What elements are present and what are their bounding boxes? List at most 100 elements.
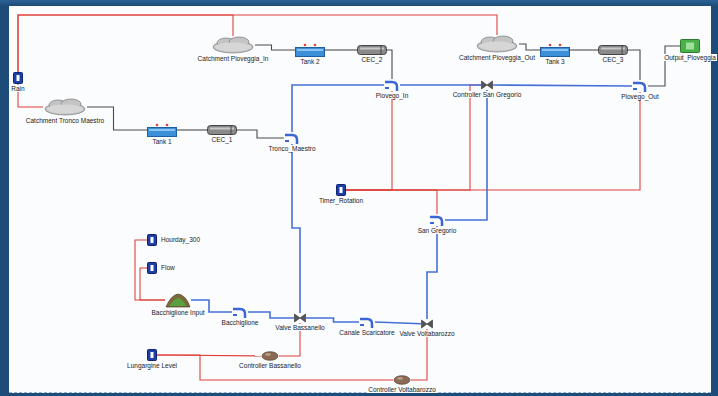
river-link bbox=[400, 84, 481, 86]
junction-icon bbox=[284, 132, 300, 144]
river-source-icon bbox=[165, 292, 191, 308]
inport-block bbox=[147, 234, 157, 246]
block-label: CEC_3 bbox=[602, 56, 625, 63]
model-block: Controller San Gregorio bbox=[452, 80, 523, 98]
block-label: Piovego_Out bbox=[620, 93, 660, 100]
inport-block bbox=[336, 184, 346, 196]
signal-line bbox=[18, 15, 497, 72]
junction-icon bbox=[232, 306, 248, 318]
block-label: Flow bbox=[160, 264, 176, 271]
model-block: Output_Pioveggia bbox=[663, 39, 717, 61]
block-label: Catchment Tronco Maestro bbox=[25, 117, 105, 124]
block-label: Bacchiglione bbox=[221, 319, 260, 326]
block-label: Rain bbox=[10, 85, 25, 92]
model-block: Catchment Tronco Maestro bbox=[25, 98, 105, 124]
signal-line bbox=[18, 15, 233, 72]
model-block: Canale Scaricatore bbox=[338, 316, 395, 336]
block-label: Valve Bassanello bbox=[274, 324, 325, 331]
model-block: Bacchiglione Input bbox=[150, 292, 205, 316]
controller-icon bbox=[393, 375, 411, 385]
model-block: Tank 3 bbox=[540, 43, 570, 65]
tank-icon bbox=[147, 123, 177, 137]
flow-link bbox=[387, 50, 392, 79]
model-block: Piovego_In bbox=[375, 79, 410, 99]
controller-icon bbox=[261, 351, 279, 361]
river-link bbox=[375, 322, 421, 324]
catchment-icon bbox=[43, 98, 87, 116]
valve-icon bbox=[421, 319, 433, 329]
inport-block bbox=[13, 72, 23, 84]
model-block: Rain bbox=[10, 72, 25, 92]
block-label: Tank 3 bbox=[544, 58, 565, 65]
junction-icon bbox=[384, 79, 400, 91]
model-block: Valve Bassanello bbox=[274, 313, 325, 331]
model-block: Piovego_Out bbox=[620, 80, 660, 100]
river-link bbox=[248, 312, 294, 318]
river-link bbox=[292, 144, 300, 313]
model-block: Hourday_300 bbox=[147, 234, 201, 246]
flow-link bbox=[519, 44, 540, 50]
pipe-icon bbox=[598, 45, 628, 55]
model-block: CEC_3 bbox=[598, 45, 628, 63]
model-block: San Gregorio bbox=[417, 214, 458, 234]
block-label: CEC_1 bbox=[211, 136, 234, 143]
block-label: Output_Pioveggia bbox=[663, 54, 717, 61]
inport-block bbox=[147, 349, 157, 361]
model-block: Tronco_Maestro bbox=[267, 132, 316, 152]
junction-icon bbox=[632, 80, 648, 92]
junction-icon bbox=[359, 316, 375, 328]
flow-link bbox=[325, 49, 357, 50]
flow-link bbox=[648, 46, 680, 86]
flow-link bbox=[237, 130, 284, 138]
block-label: Lungargine Level bbox=[126, 362, 178, 369]
signal-line bbox=[346, 92, 640, 190]
model-block: Catchment Pioveggia_Out bbox=[458, 35, 536, 61]
river-link bbox=[306, 318, 359, 322]
river-link bbox=[292, 85, 384, 132]
valve-icon bbox=[481, 80, 493, 90]
block-label: Controller San Gregorio bbox=[452, 91, 523, 98]
model-block: Timer_Rotation bbox=[318, 184, 364, 204]
block-label: Canale Scaricatore bbox=[338, 329, 395, 336]
river-link bbox=[445, 90, 487, 220]
block-label: San Gregorio bbox=[417, 227, 458, 234]
model-block: Flow bbox=[147, 262, 176, 274]
block-label: Tank 2 bbox=[299, 58, 320, 65]
model-block: Controller Bassanello bbox=[238, 351, 302, 369]
block-label: Bacchiglione Input bbox=[150, 309, 205, 316]
signal-line bbox=[346, 91, 392, 190]
block-label: Valve Voltabarozzo bbox=[398, 330, 455, 337]
block-label: Controller Voltabarozzo bbox=[367, 386, 437, 393]
river-link bbox=[493, 84, 632, 87]
tank-icon bbox=[295, 43, 325, 57]
flow-link bbox=[255, 45, 295, 50]
pipe-icon bbox=[357, 45, 387, 55]
block-label: Timer_Rotation bbox=[318, 197, 364, 204]
model-block: Valve Voltabarozzo bbox=[398, 319, 455, 337]
model-block: Bacchiglione bbox=[221, 306, 260, 326]
tank-icon bbox=[540, 43, 570, 57]
catchment-icon bbox=[211, 36, 255, 54]
outport-block bbox=[680, 39, 700, 53]
block-label: Controller Bassanello bbox=[238, 362, 302, 369]
block-label: Hourday_300 bbox=[160, 236, 201, 243]
flow-link bbox=[177, 129, 207, 130]
block-label: Catchment Pioveggia_In bbox=[197, 55, 270, 62]
river-link bbox=[427, 226, 437, 319]
catchment-icon bbox=[475, 35, 519, 53]
flow-link bbox=[628, 50, 640, 80]
model-block: Catchment Pioveggia_In bbox=[197, 36, 270, 62]
block-label: CEC_2 bbox=[361, 56, 384, 63]
model-block: CEC_1 bbox=[207, 125, 237, 143]
model-block: Tank 1 bbox=[147, 123, 177, 145]
model-block: Controller Voltabarozzo bbox=[367, 375, 437, 393]
inport-block bbox=[147, 262, 157, 274]
pipe-icon bbox=[207, 125, 237, 135]
block-label: Piovego_In bbox=[375, 92, 410, 99]
block-label: Tronco_Maestro bbox=[267, 145, 316, 152]
junction-icon bbox=[429, 214, 445, 226]
flow-link bbox=[570, 49, 598, 50]
valve-icon bbox=[294, 313, 306, 323]
signal-line bbox=[346, 85, 481, 190]
